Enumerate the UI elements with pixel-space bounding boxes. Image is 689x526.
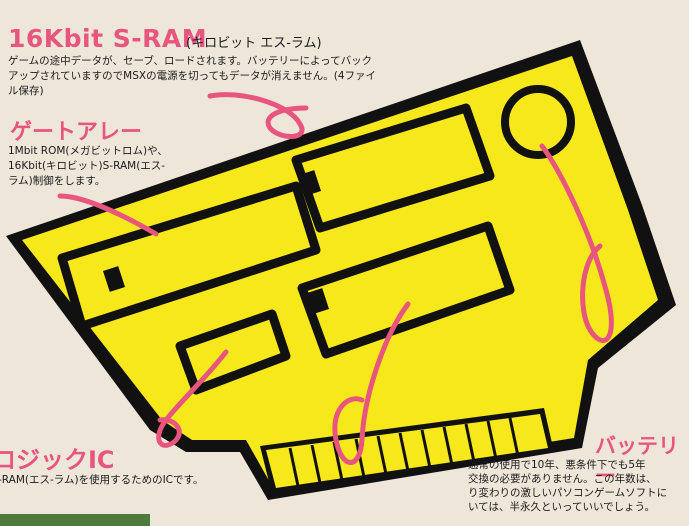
sram-subtitle: (キロビット エス-ラム)	[186, 36, 322, 51]
gate-array-description: 1Mbit ROM(メガビットロム)や、16Kbit(キロビット)S-RAM(エ…	[8, 145, 168, 187]
chip-upper-right	[291, 103, 495, 233]
chip-left	[57, 181, 321, 331]
sram-description: ゲームの途中データが、セーブ、ロードされます。バッテリーによってバックアップされ…	[8, 55, 377, 97]
battery-cell	[501, 85, 575, 159]
logic-ic-title: ロジックIC	[0, 446, 115, 474]
green-strip	[0, 514, 150, 526]
logic-ic-description: -RAM(エス-ラム)を使用するためのICです。	[0, 474, 204, 486]
battery-description: 通常の使用で10年、悪条件下でも5年 交換の必要がありません。この年数は、 り変…	[468, 459, 668, 513]
sram-title: 16Kbit S-RAM	[8, 24, 208, 53]
pointer-strokes	[57, 92, 614, 465]
battery-title: バッテリー	[595, 434, 679, 488]
chip-small	[175, 309, 291, 395]
gate-array-title: ゲートアレー	[10, 120, 143, 145]
chip-center	[297, 221, 515, 359]
edge-connector	[260, 408, 554, 494]
